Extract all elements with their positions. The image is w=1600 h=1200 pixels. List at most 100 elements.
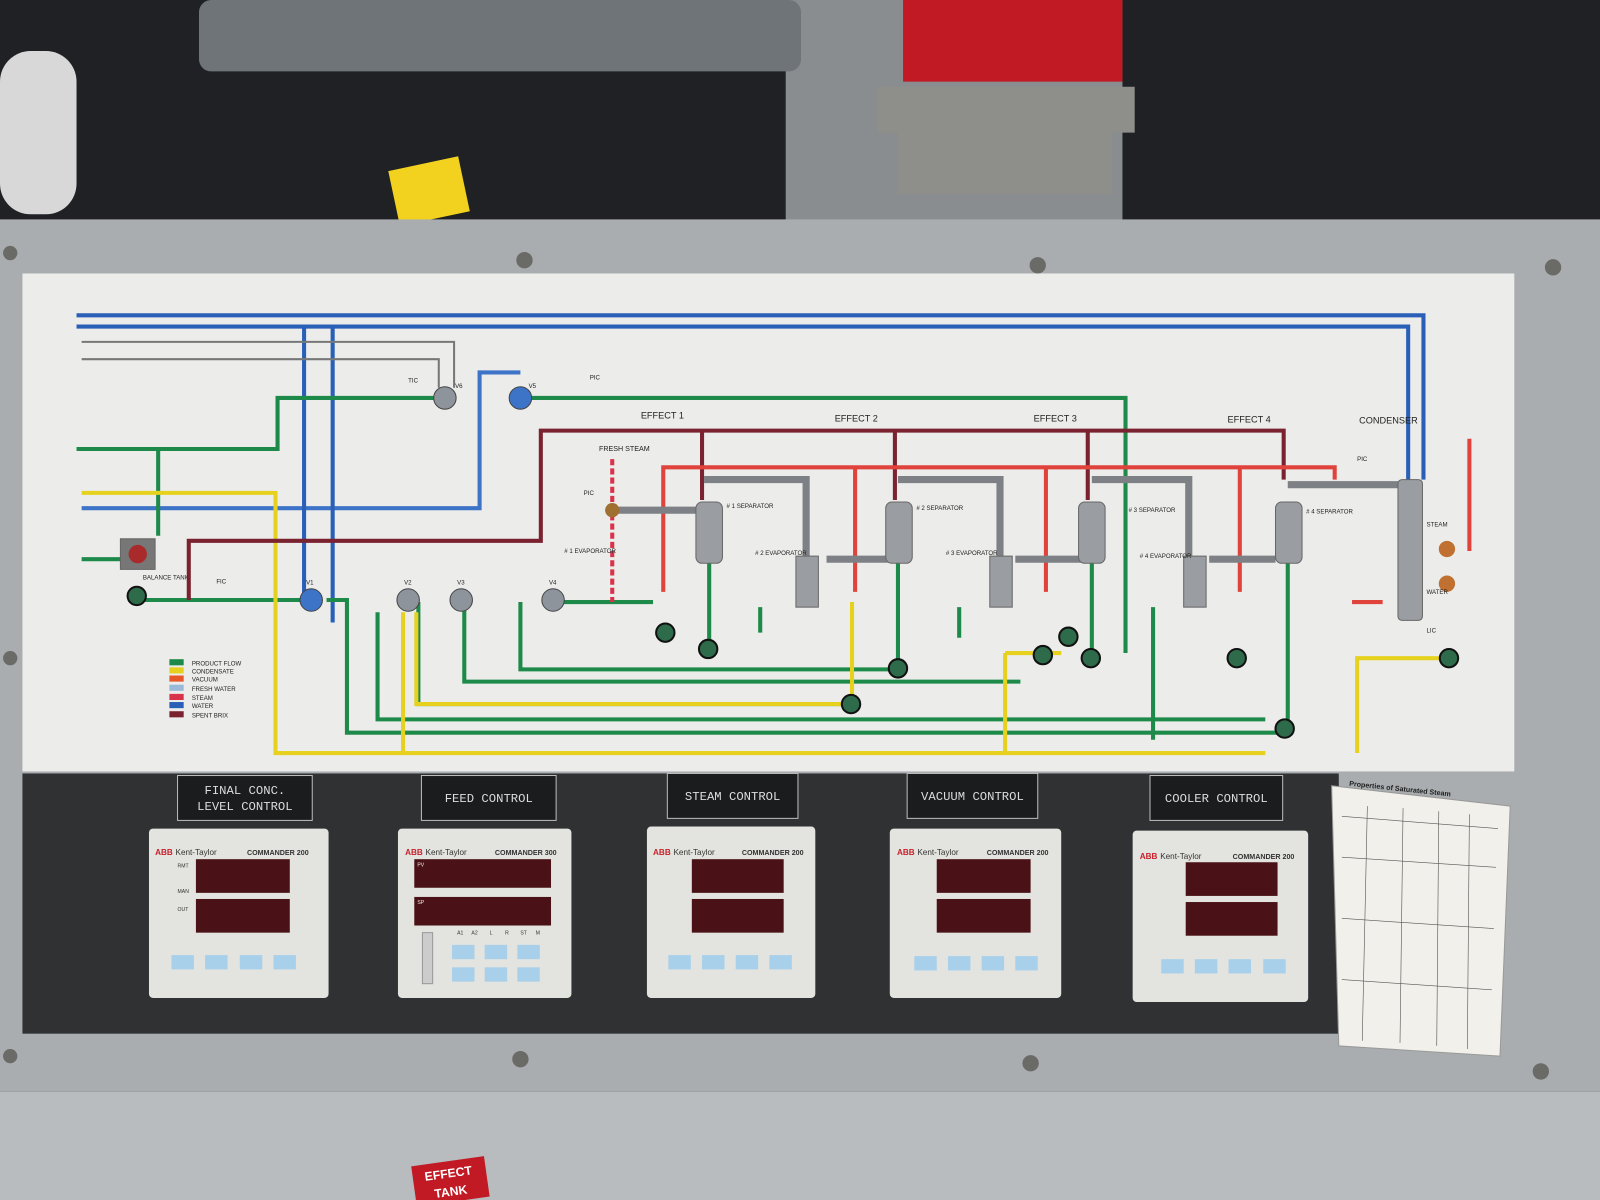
abb-logo: ABB <box>1140 852 1158 861</box>
abb-logo: ABB <box>405 848 423 857</box>
water-line <box>76 324 1411 480</box>
steam-control-label: STEAM CONTROL <box>685 790 780 804</box>
evaporator-3-label: # 3 EVAPORATOR <box>946 550 998 557</box>
mode-key[interactable] <box>668 955 691 970</box>
product-flow-line <box>76 395 1128 654</box>
svg-text:ST: ST <box>520 931 527 937</box>
effect-4-label: EFFECT 4 <box>1228 414 1271 424</box>
svg-text:A1: A1 <box>457 931 463 937</box>
separator-4 <box>1275 501 1303 564</box>
svg-text:FRESH WATER: FRESH WATER <box>192 686 236 693</box>
auto-man-key[interactable] <box>769 955 792 970</box>
fresh-steam-label: FRESH STEAM <box>599 445 650 453</box>
maker-label: Kent-Taylor <box>1160 852 1202 861</box>
valve-v1-label: V1 <box>306 580 314 587</box>
down-key[interactable] <box>1228 959 1252 974</box>
condenser-steam-light <box>1438 540 1456 558</box>
down-key[interactable] <box>484 967 508 982</box>
maker-label: Kent-Taylor <box>673 848 715 857</box>
svg-text:PV: PV <box>417 862 424 868</box>
svg-text:R: R <box>505 931 509 937</box>
function-key[interactable] <box>452 967 475 982</box>
auto-man-key[interactable] <box>1015 956 1038 971</box>
model-label: COMMANDER 200 <box>1233 853 1295 861</box>
up-key[interactable] <box>205 955 228 970</box>
instrument-pic-3: PIC <box>590 375 601 382</box>
valve-v5-label: V5 <box>529 383 537 390</box>
effect-tank-sticker: EFFECT TANK <box>411 1156 490 1200</box>
steam-table-sheet: Properties of Saturated Steam <box>1331 780 1511 1057</box>
controller-1-keys <box>171 955 296 970</box>
evaporator-2 <box>795 555 819 608</box>
separator-1-label: # 1 SEPARATOR <box>727 503 774 510</box>
valve-v4-label: V4 <box>549 580 557 587</box>
svg-text:RMT: RMT <box>178 863 189 869</box>
lower-panel <box>0 1091 1600 1200</box>
instrument-lic: LIC <box>1427 628 1437 635</box>
effect-2-label: EFFECT 2 <box>835 413 878 423</box>
separator-2 <box>885 501 913 564</box>
out-display <box>691 898 784 933</box>
separator-2-label: # 2 SEPARATOR <box>916 505 963 512</box>
auto-man-key[interactable] <box>273 955 296 970</box>
overhead-box <box>198 0 802 72</box>
up-key[interactable] <box>1194 959 1218 974</box>
svg-text:STEAM: STEAM <box>192 695 213 702</box>
mode-key[interactable] <box>171 955 194 970</box>
balance-tank-label: BALANCE TANK <box>143 575 189 582</box>
down-key[interactable] <box>981 956 1005 971</box>
up-key[interactable] <box>484 944 508 960</box>
valves <box>299 386 565 612</box>
pv-display <box>414 859 552 888</box>
out-display <box>195 898 290 933</box>
up-key[interactable] <box>702 955 725 970</box>
up-key[interactable] <box>947 956 971 971</box>
mode-key[interactable] <box>914 956 937 971</box>
out-display <box>1185 902 1278 936</box>
valve-v6-label: V6 <box>455 383 463 390</box>
svg-text:CONDENSATE: CONDENSATE <box>192 668 234 675</box>
pv-display <box>1185 862 1278 896</box>
svg-text:L: L <box>490 931 493 937</box>
sp-display <box>414 896 552 926</box>
select-key[interactable] <box>517 967 540 982</box>
process-diagram-board <box>22 273 1515 772</box>
down-key[interactable] <box>239 955 263 970</box>
maker-label: Kent-Taylor <box>426 848 468 857</box>
mode-key[interactable] <box>452 944 475 960</box>
down-key[interactable] <box>735 955 759 970</box>
svg-text:MAN: MAN <box>178 889 190 895</box>
auto-man-key[interactable] <box>517 944 540 960</box>
vacuum-control-label: VACUUM CONTROL <box>921 790 1024 804</box>
out-display <box>936 898 1031 933</box>
fresh-steam-valve-light <box>605 503 620 518</box>
pv-display <box>691 859 784 893</box>
mode-key[interactable] <box>1161 959 1184 974</box>
auto-man-key[interactable] <box>1263 959 1286 974</box>
controller-feed: FEED CONTROL ABB Kent-Taylor COMMANDER 3… <box>397 775 572 998</box>
model-label: COMMANDER 200 <box>742 849 804 857</box>
balance-tank-indicator-light <box>128 544 147 564</box>
evaporator-4-label: # 4 EVAPORATOR <box>1140 553 1192 560</box>
svg-text:EFFECT: EFFECT <box>424 1163 474 1184</box>
svg-text:TANK: TANK <box>433 1183 468 1200</box>
svg-text:SPENT BRIX: SPENT BRIX <box>192 712 228 719</box>
valve-v3-label: V3 <box>457 580 465 587</box>
svg-text:VACUUM: VACUUM <box>192 677 218 684</box>
condenser-label: CONDENSER <box>1359 415 1418 425</box>
svg-text:WATER: WATER <box>192 703 214 710</box>
beacon-base <box>877 86 1135 194</box>
pump-lights <box>126 585 1460 739</box>
valve-v2-label: V2 <box>404 580 412 587</box>
controller-4-keys <box>914 956 1038 971</box>
svg-text:M: M <box>536 931 540 937</box>
svg-text:OUT: OUT <box>178 907 189 913</box>
pipelines <box>76 313 1472 756</box>
panel-screws <box>3 245 1562 1080</box>
instrument-tic: TIC <box>408 378 418 385</box>
fresh-water-line <box>81 370 521 511</box>
condensate-line <box>81 490 1449 756</box>
steam-line <box>661 465 1337 592</box>
separator-4-label: # 4 SEPARATOR <box>1306 508 1353 515</box>
